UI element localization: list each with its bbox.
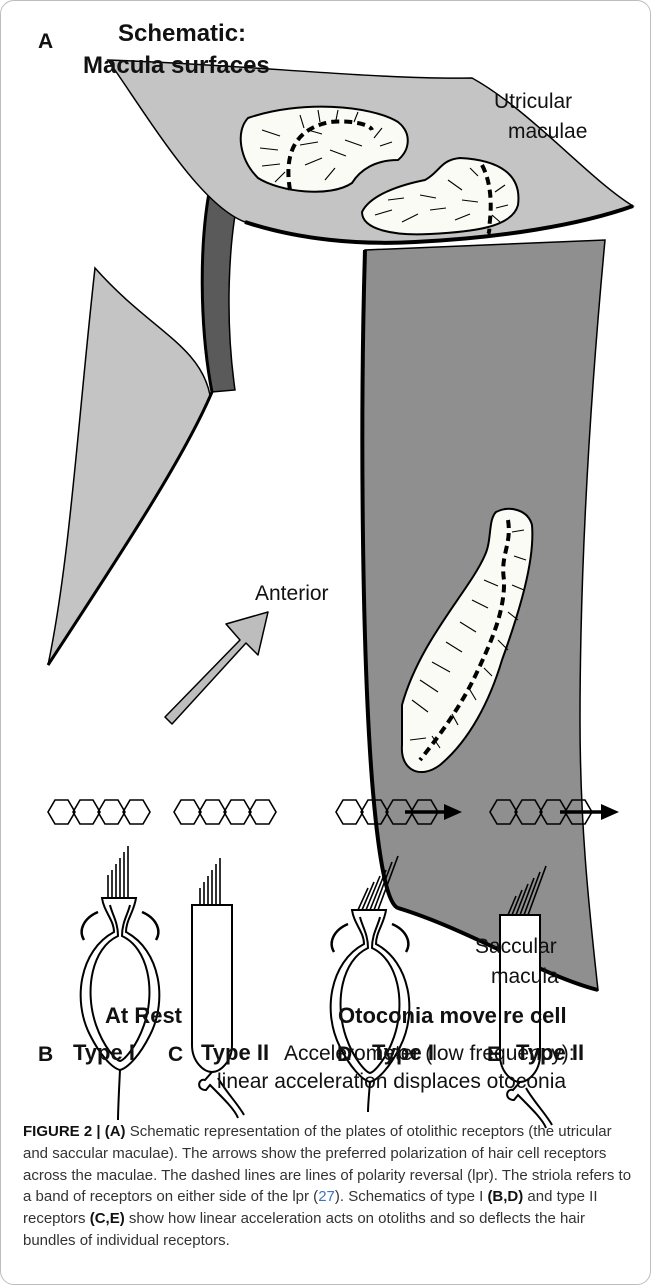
type1-hair-bundle-rest	[108, 846, 128, 898]
panel-b-type-label: Type I	[73, 1040, 135, 1066]
panel-c-type-label: Type II	[201, 1040, 269, 1066]
accelerometer-line1: Accelerometer (low frequency):	[284, 1042, 575, 1066]
caption-panel-bd-tag: (B,D)	[487, 1188, 523, 1205]
accelerometer-line2: linear acceleration displaces otoconia	[217, 1070, 566, 1094]
left-small-plate	[48, 268, 210, 665]
caption-panel-a-tag: (A)	[105, 1123, 126, 1140]
caption-figure-label: FIGURE 2 |	[23, 1123, 101, 1140]
figure-caption: FIGURE 2 | (A) Schematic representation …	[23, 1121, 635, 1252]
panel-a-title-line1: Schematic:	[118, 20, 246, 48]
utricular-label-line1: Utricular	[494, 90, 572, 114]
anterior-label: Anterior	[255, 582, 329, 606]
at-rest-heading: At Rest	[105, 1003, 182, 1029]
saccular-label-line2: macula	[491, 965, 559, 989]
panel-letter-b: B	[38, 1043, 53, 1067]
panel-letter-a: A	[38, 30, 53, 54]
type2-hair-bundle-rest	[200, 858, 220, 905]
panel-letter-c: C	[168, 1043, 183, 1067]
saccular-label-line1: Saccular	[475, 935, 557, 959]
otoconia-row-b	[48, 800, 150, 824]
caption-panel-ce-tag: (C,E)	[90, 1210, 125, 1227]
caption-reference-link[interactable]: 27	[318, 1188, 335, 1205]
otoconia-row-c	[174, 800, 276, 824]
caption-text-2: ). Schematics of type I	[335, 1188, 488, 1205]
panel-a-title-line2: Macula surfaces	[83, 52, 270, 80]
otoconia-move-heading: Otoconia move re cell	[338, 1003, 567, 1029]
anterior-arrow	[165, 612, 268, 724]
utricular-label-line2: maculae	[508, 120, 587, 144]
